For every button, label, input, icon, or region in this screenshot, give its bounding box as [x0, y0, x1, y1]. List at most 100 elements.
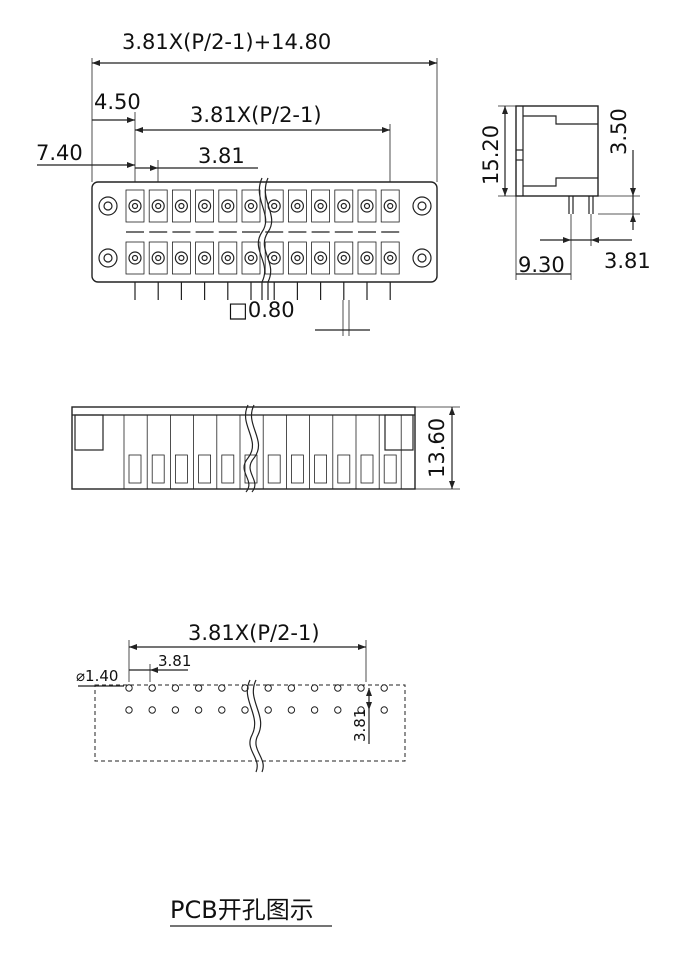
pcb-hole — [241, 684, 249, 692]
pcb-hole — [264, 684, 272, 692]
pcb-hole — [357, 706, 365, 714]
contact-cell — [357, 241, 377, 275]
pcb-pitch-label: 3.81 — [158, 652, 191, 670]
contact-cell — [241, 189, 261, 223]
offset-4-50-label: 4.50 — [94, 90, 141, 114]
pcb-hole — [218, 706, 226, 714]
contact-cell — [311, 241, 331, 275]
pcb-hole — [287, 706, 296, 714]
contact-hole — [337, 199, 351, 213]
pcb-hole — [287, 684, 296, 692]
contact-cell — [125, 241, 145, 275]
pcb-hole — [171, 706, 180, 714]
pcb-hole — [380, 684, 388, 692]
pcb-hole — [334, 684, 342, 692]
contact-hole — [383, 251, 397, 265]
contact-cell — [287, 241, 307, 275]
pcb-hole — [241, 706, 249, 714]
front-slot — [174, 454, 188, 484]
pin-size-label: □0.80 — [228, 298, 295, 322]
contact-cell — [148, 189, 168, 223]
pcb-hole — [194, 684, 203, 692]
contact-hole — [221, 251, 235, 265]
contact-hole — [290, 251, 304, 265]
contact-hole — [337, 251, 351, 265]
contact-cell — [357, 189, 377, 223]
contact-hole — [198, 199, 212, 213]
pcb-hole — [171, 684, 180, 692]
pcb-hole — [148, 684, 156, 692]
contact-hole — [151, 199, 165, 213]
contact-hole — [128, 251, 142, 265]
contact-hole — [174, 199, 188, 213]
front-height-label: 13.60 — [425, 418, 449, 478]
front-slot — [198, 454, 212, 484]
contact-cell — [264, 241, 284, 275]
contact-hole — [290, 199, 304, 213]
contact-cell — [264, 189, 284, 223]
pcb-hole — [125, 684, 133, 692]
pcb-hole — [194, 706, 203, 714]
contact-cell — [148, 241, 168, 275]
contact-cell — [195, 189, 215, 223]
pcb-hole-diameter-label: ⌀1.40 — [76, 667, 118, 685]
pitch-label: 3.81 — [198, 144, 245, 168]
side-view: 15.20 3.50 9.30 3.81 — [479, 105, 651, 280]
front-slot — [290, 454, 304, 484]
pitch-span-label: 3.81X(P/2-1) — [190, 103, 322, 127]
contact-hole — [174, 251, 188, 265]
side-height-label: 15.20 — [479, 125, 503, 185]
contact-hole — [314, 199, 328, 213]
contact-cell — [334, 189, 354, 223]
pcb-hole — [125, 706, 133, 714]
contact-cell — [380, 189, 400, 223]
pcb-hole — [310, 706, 319, 714]
front-slot — [383, 454, 397, 484]
pcb-layout: 3.81X(P/2-1) 3.81 ⌀1.40 3.81 — [76, 621, 406, 773]
contact-cell — [241, 241, 261, 275]
pcb-hole — [148, 706, 156, 714]
contact-hole — [244, 251, 258, 265]
contact-cell — [311, 189, 331, 223]
front-slot — [360, 454, 374, 484]
pin-length-label: 3.50 — [607, 108, 631, 155]
offset-7-40-label: 7.40 — [36, 141, 83, 165]
contact-cell — [171, 189, 191, 223]
contact-hole — [314, 251, 328, 265]
contact-hole — [244, 199, 258, 213]
contact-hole — [360, 199, 374, 213]
pcb-hole — [264, 706, 272, 714]
front-slot — [267, 454, 281, 484]
pcb-hole — [310, 684, 319, 692]
contact-hole — [383, 199, 397, 213]
contact-hole — [221, 199, 235, 213]
pcb-hole — [334, 706, 342, 714]
contact-cell — [125, 189, 145, 223]
contact-hole — [128, 199, 142, 213]
side-depth-label: 9.30 — [518, 253, 565, 277]
front-slot — [244, 454, 258, 484]
contact-hole — [198, 251, 212, 265]
contact-cell — [171, 241, 191, 275]
contact-cell — [218, 241, 238, 275]
side-row-pitch-label: 3.81 — [604, 249, 651, 273]
front-slot — [337, 454, 351, 484]
contact-hole — [360, 251, 374, 265]
front-slot — [151, 454, 165, 484]
top-view: 3.81X(P/2-1)+14.80 3.81X(P/2-1) 4.50 7.4… — [36, 30, 438, 336]
front-slot — [128, 454, 142, 484]
contact-cell — [380, 241, 400, 275]
contact-cell — [287, 189, 307, 223]
pcb-hole — [380, 706, 388, 714]
contact-cell — [218, 189, 238, 223]
front-slot — [221, 454, 235, 484]
pcb-pitch-span-label: 3.81X(P/2-1) — [188, 621, 320, 645]
contact-hole — [151, 251, 165, 265]
front-view: 13.60 — [71, 404, 460, 493]
pcb-hole — [218, 684, 226, 692]
contact-cell — [334, 241, 354, 275]
pcb-hole — [357, 684, 365, 692]
contact-cell — [195, 241, 215, 275]
front-slot — [314, 454, 328, 484]
